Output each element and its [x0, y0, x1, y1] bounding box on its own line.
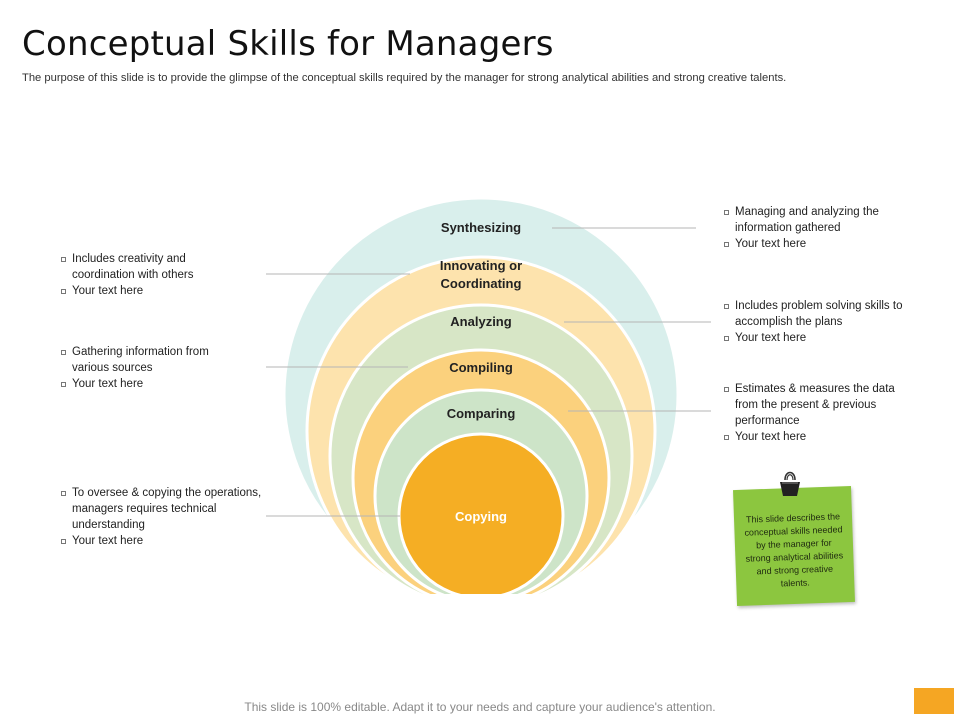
list-item: Your text here: [723, 330, 923, 346]
sticky-note-text: This slide describes the conceptual skil…: [744, 511, 844, 589]
ring-label-line: Comparing: [447, 406, 516, 421]
list-item: Your text here: [60, 283, 230, 299]
ring-label-compiling: Compiling: [449, 360, 513, 375]
left-block-1: Includes creativity and coordination wit…: [60, 251, 230, 299]
ring-label-analyzing: Analyzing: [450, 314, 511, 329]
ring-label-line: Synthesizing: [441, 220, 521, 235]
left-block-3: To oversee & copying the operations, man…: [60, 485, 285, 549]
list-item: To oversee & copying the operations, man…: [60, 485, 285, 533]
list-item: Your text here: [60, 533, 285, 549]
binder-clip-icon: [780, 471, 800, 496]
list-item: Includes problem solving skills to accom…: [723, 298, 923, 330]
list-item: Estimates & measures the data from the p…: [723, 381, 913, 429]
list-item: Your text here: [60, 376, 235, 392]
list-item: Gathering information from various sourc…: [60, 344, 235, 376]
corner-accent-box: [914, 688, 954, 714]
list-item: Your text here: [723, 236, 898, 252]
ring-label-line: Coordinating: [441, 276, 522, 291]
left-block-2: Gathering information from various sourc…: [60, 344, 235, 392]
ring-label-line: Analyzing: [450, 314, 511, 329]
page-title: Conceptual Skills for Managers: [22, 24, 554, 64]
ring-label-synthesizing: Synthesizing: [441, 220, 521, 235]
list-item: Managing and analyzing the information g…: [723, 204, 898, 236]
right-block-2: Includes problem solving skills to accom…: [723, 298, 923, 346]
list-item: Includes creativity and coordination wit…: [60, 251, 230, 283]
ring-label-innovating: Innovating or Coordinating: [440, 258, 522, 291]
ring-label-line: Compiling: [449, 360, 513, 375]
core-label-copying: Copying: [455, 509, 507, 524]
right-block-1: Managing and analyzing the information g…: [723, 204, 898, 252]
page-subtitle: The purpose of this slide is to provide …: [22, 72, 787, 84]
right-block-3: Estimates & measures the data from the p…: [723, 381, 913, 445]
footer-text: This slide is 100% editable. Adapt it to…: [244, 700, 716, 714]
sticky-note: This slide describes the conceptual skil…: [733, 485, 855, 607]
list-item: Your text here: [723, 429, 913, 445]
ring-label-comparing: Comparing: [447, 406, 516, 421]
ring-label-line: Innovating or: [440, 258, 522, 273]
